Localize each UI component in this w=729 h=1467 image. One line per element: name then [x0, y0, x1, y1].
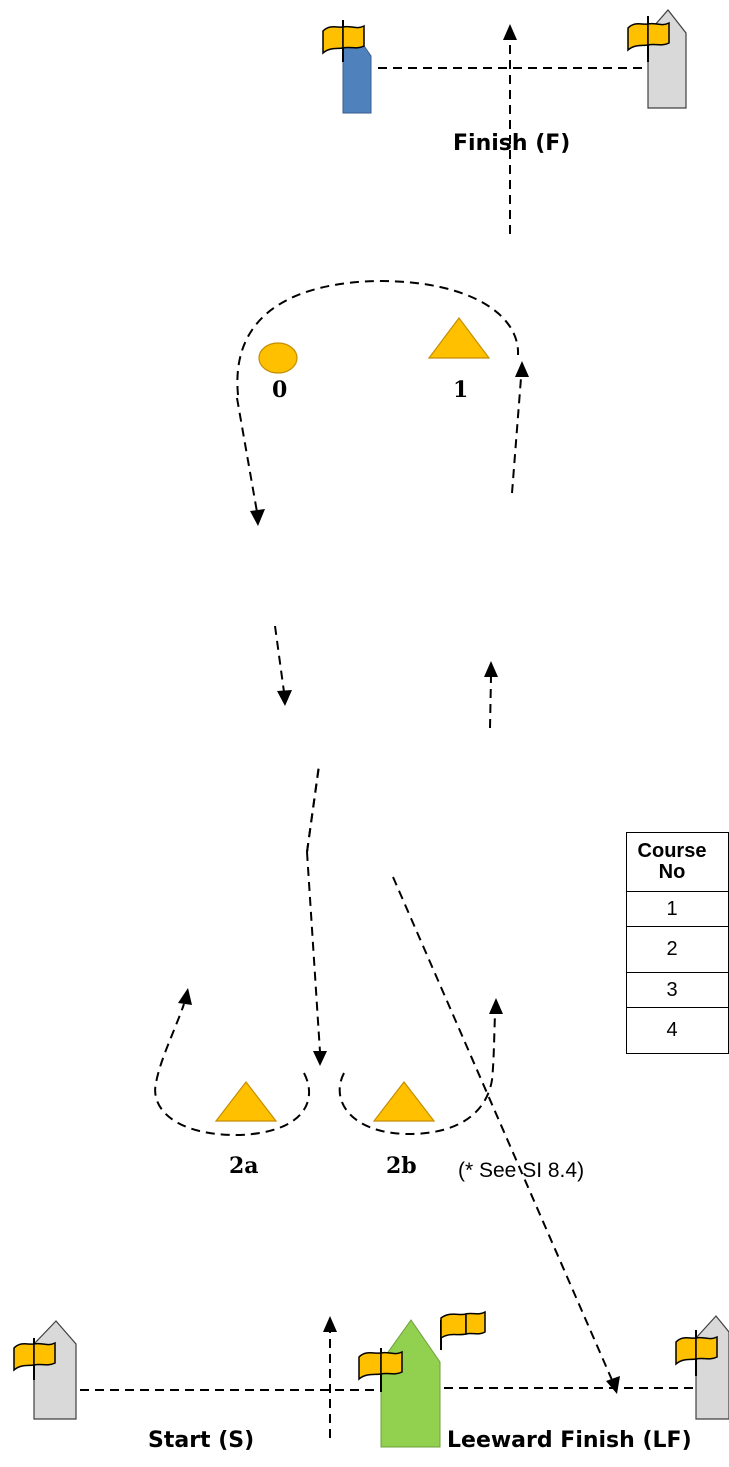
- upwind-leg-right-top: [511, 377, 522, 494]
- mark-2b-label: 2b: [386, 1153, 417, 1179]
- si-note: (* See SI 8.4): [458, 1159, 584, 1182]
- start-boat-icon: [13, 1320, 77, 1420]
- mark-2b-triangle-icon: [372, 1081, 436, 1122]
- mark-1-triangle-icon: [427, 317, 491, 359]
- arrow-up-icon: [484, 661, 498, 677]
- center-green-boat-icon: [358, 1310, 486, 1448]
- arrow-down-icon: [606, 1376, 620, 1394]
- mark-2a-label: 2a: [229, 1153, 259, 1179]
- mark-0-label: 0: [272, 377, 287, 403]
- arrow-down-icon: [313, 1051, 327, 1066]
- leeward-finish-route: [392, 876, 613, 1381]
- mark-1-label: 1: [453, 377, 468, 403]
- course-header-line1: Course: [637, 840, 707, 862]
- downwind-leg-center-line: [306, 764, 320, 853]
- table-row: 4: [626, 1007, 729, 1054]
- arrow-down-icon: [250, 509, 265, 526]
- arrow-up-icon: [178, 988, 192, 1005]
- start-label: Start (S): [148, 1428, 254, 1453]
- table-cell: 4: [626, 1007, 729, 1054]
- table-cell: 1: [626, 891, 729, 927]
- table-cell: 3: [626, 972, 729, 1008]
- arrow-up-icon: [323, 1316, 337, 1332]
- finish-boat-icon: [627, 9, 687, 109]
- leeward-finish-label: Leeward Finish (LF): [447, 1428, 692, 1453]
- arrow-up-icon: [503, 24, 517, 40]
- table-row: 1: [626, 891, 729, 927]
- table-row: 2: [626, 926, 729, 973]
- arrow-up-icon: [489, 998, 503, 1014]
- table-row: 3: [626, 972, 729, 1008]
- course-number: 4: [666, 1019, 678, 1041]
- downwind-leg-left-mid: [274, 625, 285, 693]
- leeward-finish-boat-icon: [675, 1315, 729, 1420]
- downwind-leg-left-top: [236, 397, 258, 513]
- arrow-up-icon: [515, 361, 529, 377]
- course-number: 3: [666, 978, 678, 1001]
- course-header-line2: No: [658, 861, 686, 883]
- course-number: 1: [666, 897, 678, 920]
- gate-2b-rounding-route: [338, 1013, 496, 1136]
- mark-0-circle-icon: [258, 342, 298, 374]
- center-downwind-leg: [306, 851, 321, 1053]
- upwind-leg-right-mid: [489, 676, 492, 729]
- gate-2a-rounding-route: [154, 1003, 311, 1137]
- top-rounding-route: [236, 279, 520, 396]
- finish-pin-icon: [322, 20, 372, 114]
- course-number: 2: [666, 938, 678, 960]
- downwind-leg-center: [306, 765, 320, 853]
- finish-label: Finish (F): [453, 131, 570, 156]
- arrow-down-icon: [277, 690, 292, 706]
- mark-2a-triangle-icon: [214, 1081, 278, 1122]
- table-cell: 2: [626, 926, 729, 973]
